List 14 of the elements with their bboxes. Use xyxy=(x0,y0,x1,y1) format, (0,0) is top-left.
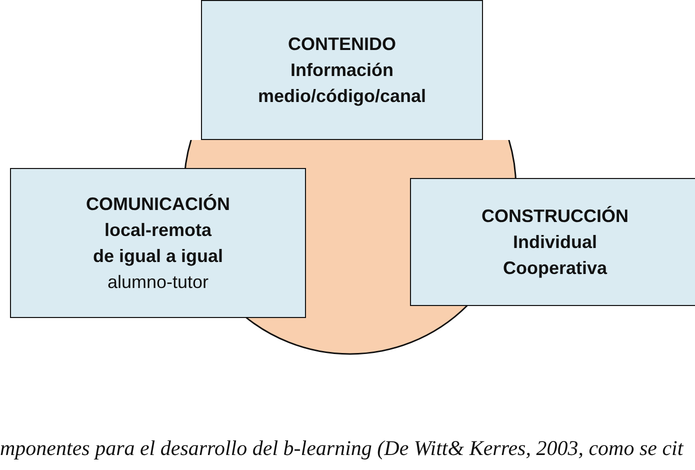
box-heading: CONSTRUCCIÓN xyxy=(482,205,628,228)
text-box xyxy=(410,178,695,306)
text-box xyxy=(201,0,483,140)
box-text: Individual xyxy=(512,231,597,254)
box-heading: COMUNICACIÓN xyxy=(86,193,230,216)
text-box xyxy=(10,168,306,318)
box-text: de igual a igual xyxy=(92,245,224,268)
box-text: Información xyxy=(290,59,394,82)
box-text: medio/código/canal xyxy=(258,85,426,108)
box-text: alumno-tutor xyxy=(107,271,209,294)
box-text: local-remota xyxy=(104,219,212,242)
box-text: Cooperativa xyxy=(502,257,608,280)
box-heading: CONTENIDO xyxy=(288,33,396,56)
caption: mponentes para el desarrollo del b-learning (De Witt& Kerres, 2003, como se cit xyxy=(0,436,684,461)
